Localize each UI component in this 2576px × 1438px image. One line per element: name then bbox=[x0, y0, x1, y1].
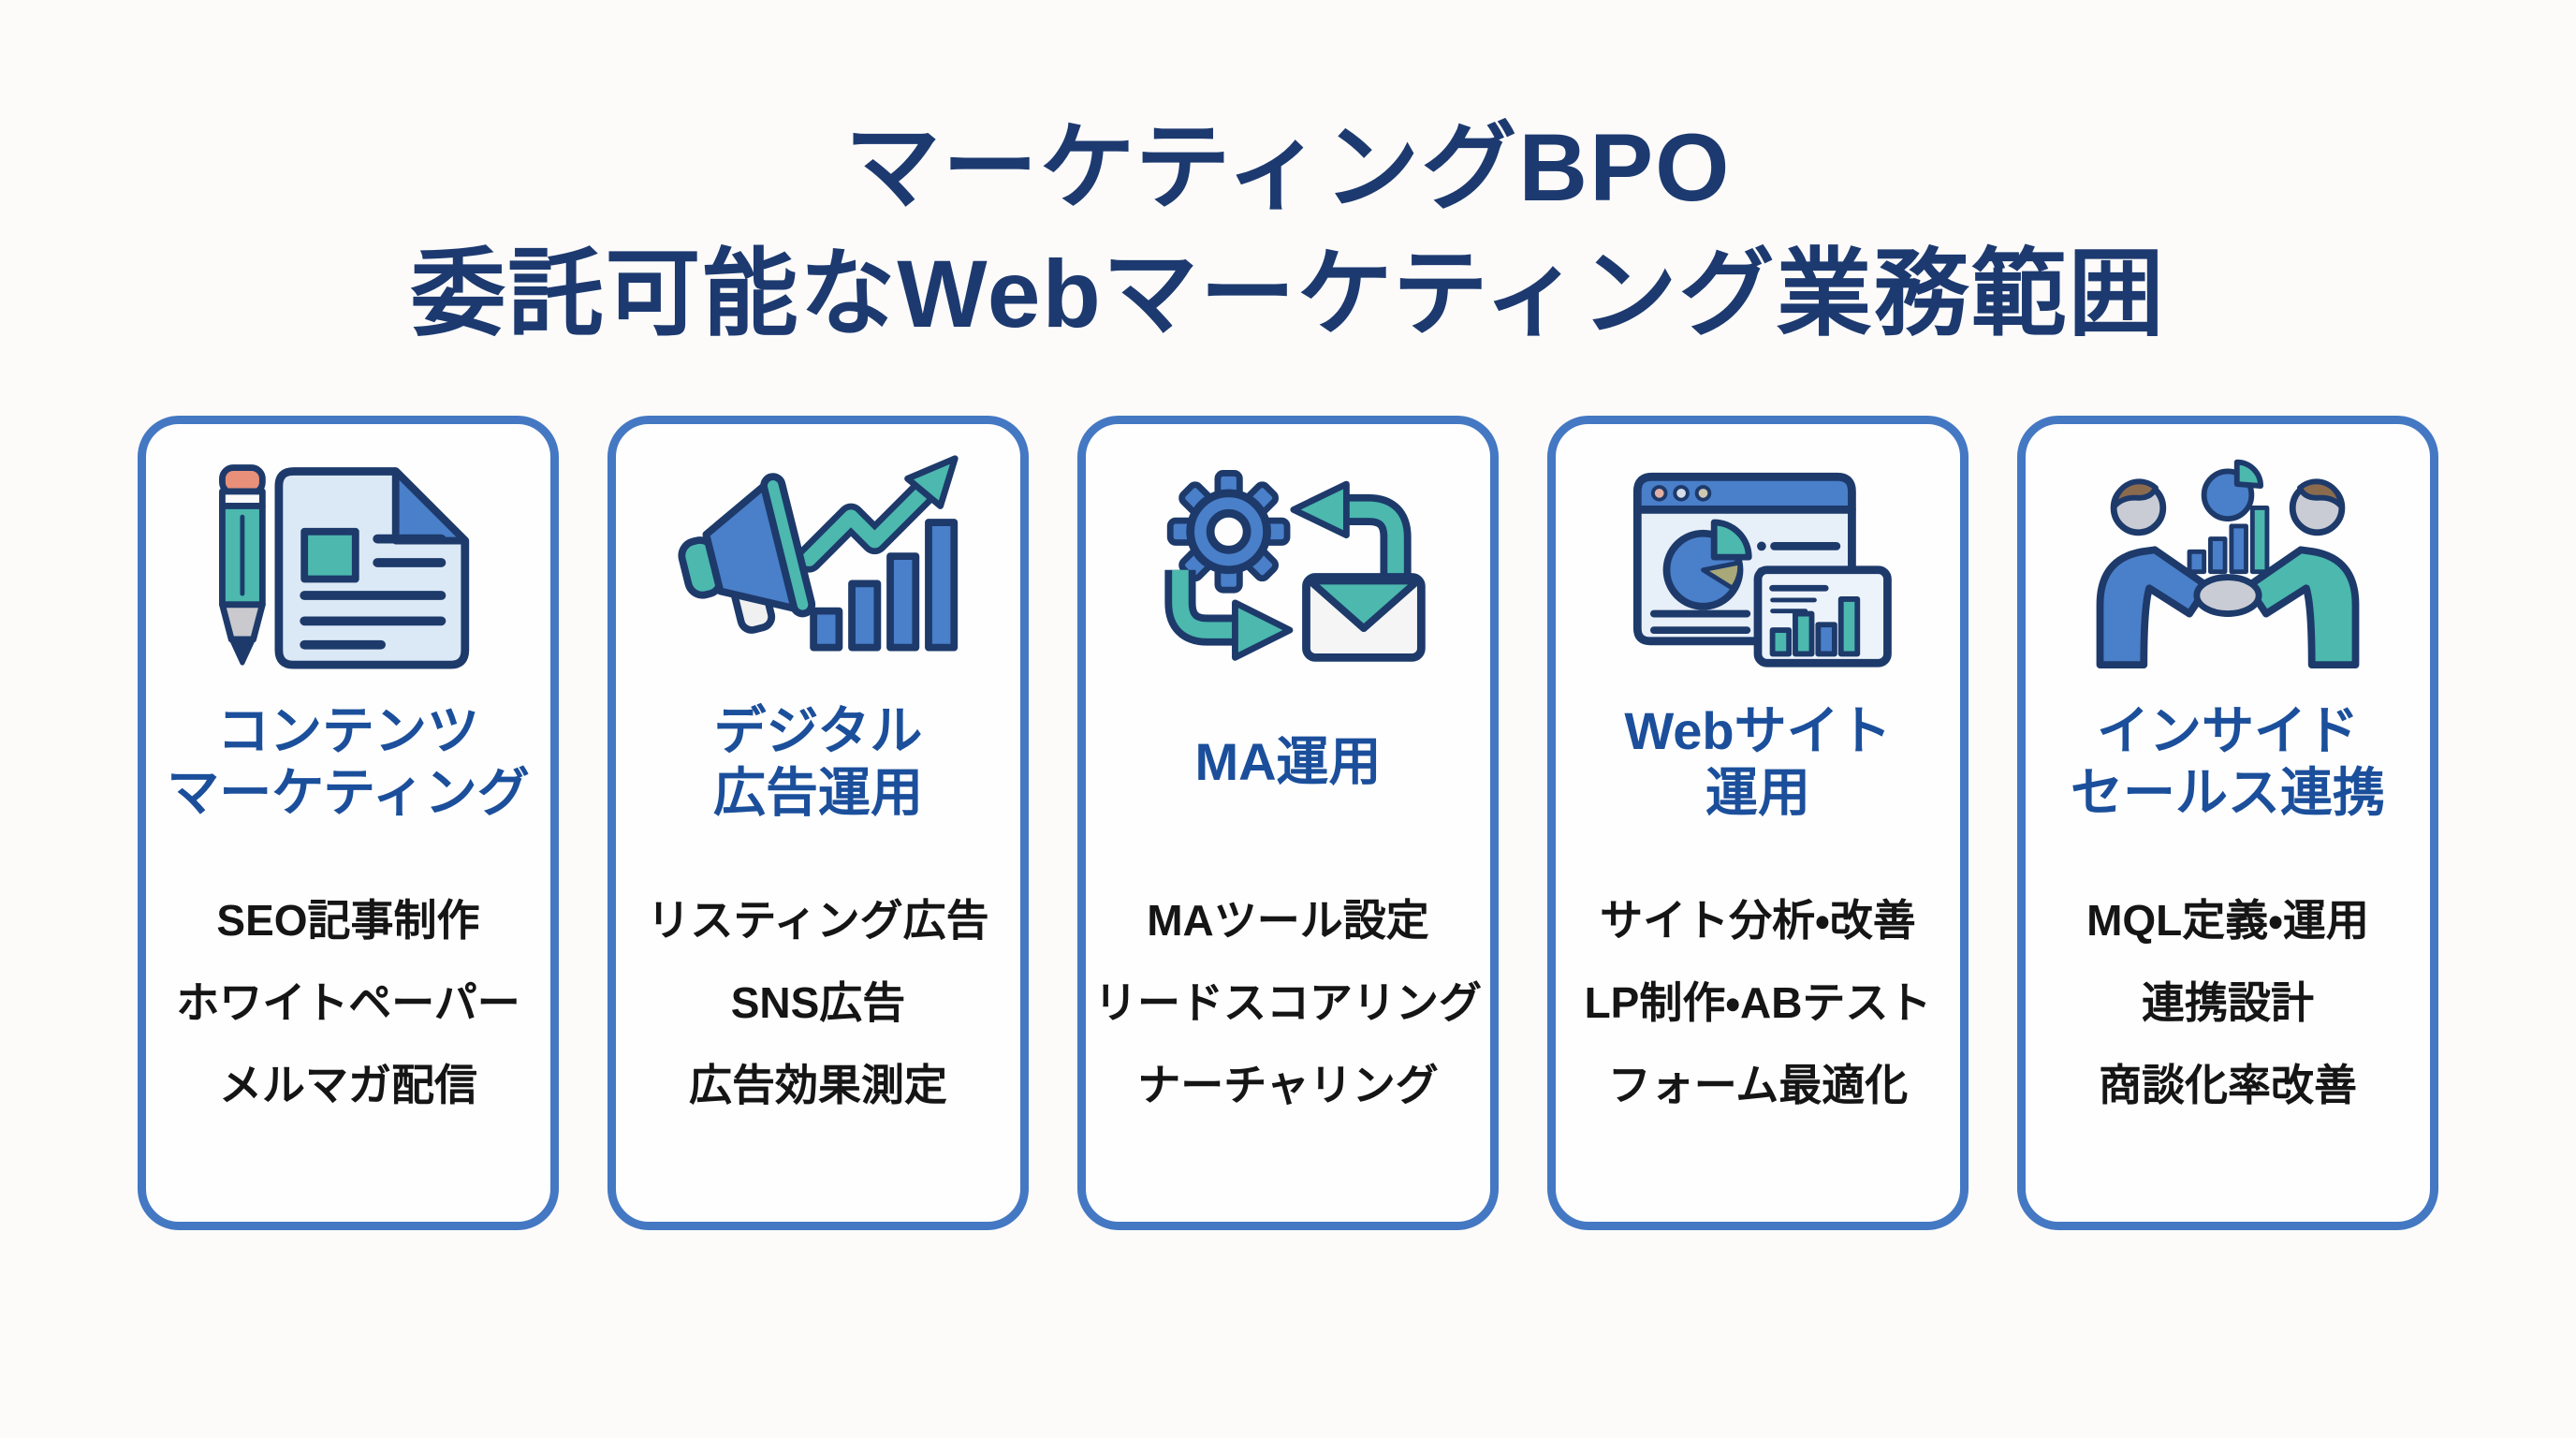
service-item: 広告効果測定 bbox=[689, 1061, 947, 1109]
pencil-document-icon bbox=[219, 464, 470, 669]
card-icon bbox=[1612, 448, 1904, 673]
card-digital-ads: デジタル広告運用 リスティング広告 SNS広告広告効果測定 bbox=[607, 416, 1029, 1230]
page-title-line2: 委託可能なWebマーケティング業務範囲 bbox=[410, 241, 2166, 347]
card-icon bbox=[672, 448, 964, 673]
card-icon bbox=[202, 448, 494, 673]
service-item: ホワイトペーパー bbox=[176, 978, 520, 1027]
card-items: MAツール設定リードスコアリングナーチャリング bbox=[1094, 879, 1482, 1126]
card-title-line: セールス連携 bbox=[2071, 763, 2385, 822]
card-title: Webサイト運用 bbox=[1624, 673, 1891, 851]
page-title: マーケティングBPO 委託可能なWebマーケティング業務範囲 bbox=[0, 0, 2576, 358]
service-item: 連携設計 bbox=[2142, 978, 2314, 1027]
card-title-line: マーケティング bbox=[167, 763, 530, 822]
card-items: リスティング広告 SNS広告広告効果測定 bbox=[647, 879, 988, 1126]
card-content-marketing: コンテンツマーケティング SEO記事制作ホワイトペーパーメルマガ配信 bbox=[138, 416, 559, 1230]
gear-mail-icon bbox=[1164, 469, 1426, 662]
card-title-line: コンテンツ bbox=[217, 701, 479, 760]
megaphone-chart-icon bbox=[678, 455, 959, 652]
card-title-line: デジタル bbox=[713, 701, 923, 760]
card-ma-operation: MA運用 MAツール設定リードスコアリングナーチャリング bbox=[1077, 416, 1499, 1230]
card-items: サイト分析・改善 LP制作・ABテストフォーム最適化 bbox=[1585, 879, 1932, 1126]
card-title: インサイドセールス連携 bbox=[2071, 673, 2385, 851]
card-title-line: 運用 bbox=[1705, 763, 1810, 822]
page-title-line1: マーケティングBPO bbox=[844, 114, 1732, 221]
service-item: サイト分析・改善 bbox=[1600, 896, 1916, 945]
card-title-line: インサイド bbox=[2097, 701, 2359, 760]
card-title: デジタル広告運用 bbox=[713, 673, 923, 851]
card-title: MA運用 bbox=[1194, 673, 1381, 851]
card-title-line: MA運用 bbox=[1194, 732, 1382, 791]
card-items: MQL定義・運用連携設計商談化率改善 bbox=[2086, 879, 2369, 1126]
card-title-line: Webサイト bbox=[1624, 701, 1892, 760]
browser-analytics-icon bbox=[1632, 472, 1892, 668]
service-item: フォーム最適化 bbox=[1607, 1061, 1909, 1109]
service-item: SNS広告 bbox=[730, 978, 906, 1027]
card-items: SEO記事制作ホワイトペーパーメルマガ配信 bbox=[176, 879, 520, 1126]
card-icon bbox=[1142, 448, 1434, 673]
service-item: MAツール設定 bbox=[1147, 896, 1429, 945]
service-item: リードスコアリング bbox=[1094, 978, 1482, 1027]
service-item: ナーチャリング bbox=[1137, 1061, 1439, 1109]
card-icon bbox=[2082, 448, 2374, 673]
service-item: SEO記事制作 bbox=[216, 896, 480, 945]
service-item: LP制作・ABテスト bbox=[1584, 978, 1932, 1027]
card-title-line: 広告運用 bbox=[713, 763, 923, 822]
card-website-operation: Webサイト運用 サイト分析・改善 LP制作・ABテストフォーム最適化 bbox=[1547, 416, 1969, 1230]
service-item: メルマガ配信 bbox=[218, 1061, 477, 1109]
service-item: リスティング広告 bbox=[647, 896, 989, 945]
service-item: MQL定義・運用 bbox=[2086, 896, 2369, 945]
handshake-icon bbox=[2096, 459, 2360, 669]
card-title: コンテンツマーケティング bbox=[167, 673, 530, 851]
cards-row: コンテンツマーケティング SEO記事制作ホワイトペーパーメルマガ配信 bbox=[0, 416, 2576, 1230]
card-inside-sales: インサイドセールス連携 MQL定義・運用連携設計商談化率改善 bbox=[2017, 416, 2438, 1230]
service-item: 商談化率改善 bbox=[2099, 1061, 2357, 1109]
